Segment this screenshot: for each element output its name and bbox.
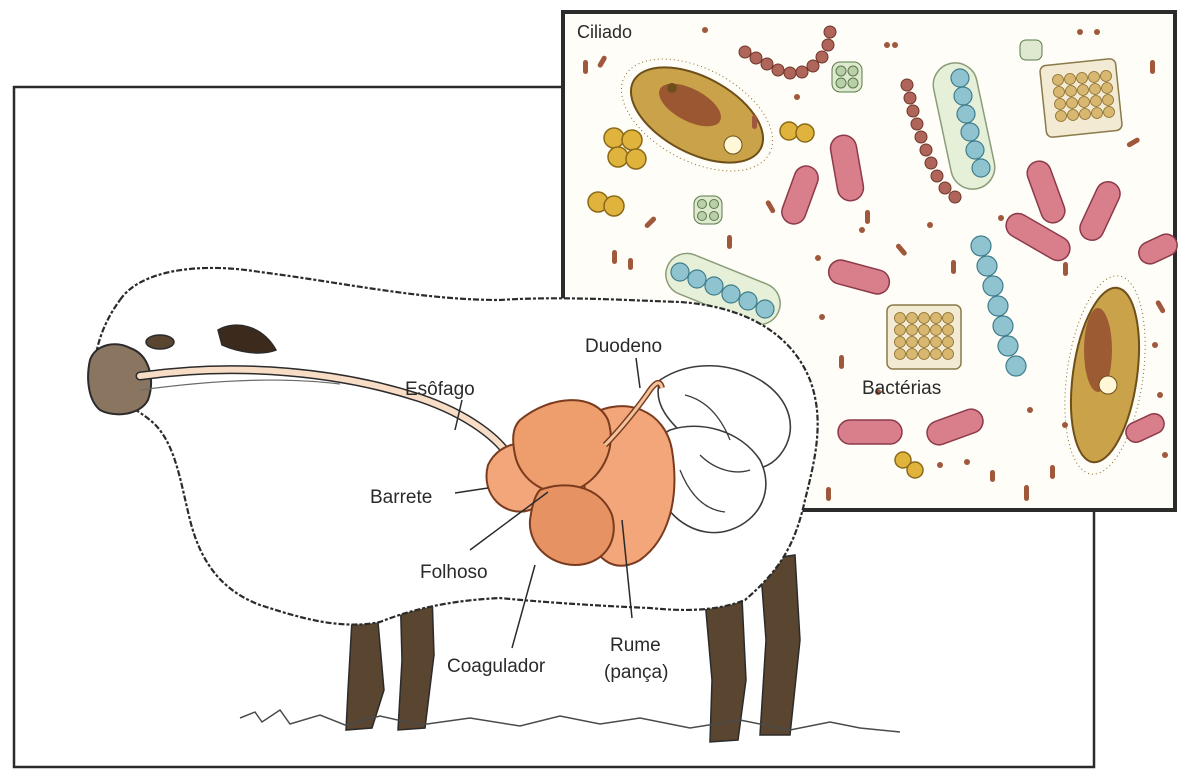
bacterias-label: Bactérias <box>862 378 941 399</box>
ciliado-label: Ciliado <box>577 22 632 42</box>
label-barrete: Barrete <box>370 487 432 508</box>
label-esofago: Esôfago <box>405 379 475 400</box>
label-coagulador: Coagulador <box>447 656 546 677</box>
sheep-eye <box>146 335 174 349</box>
label-duodeno: Duodeno <box>585 336 662 357</box>
label-folhoso: Folhoso <box>420 562 488 583</box>
label-rume: Rume <box>610 635 661 656</box>
label-panca: (pança) <box>604 662 668 683</box>
